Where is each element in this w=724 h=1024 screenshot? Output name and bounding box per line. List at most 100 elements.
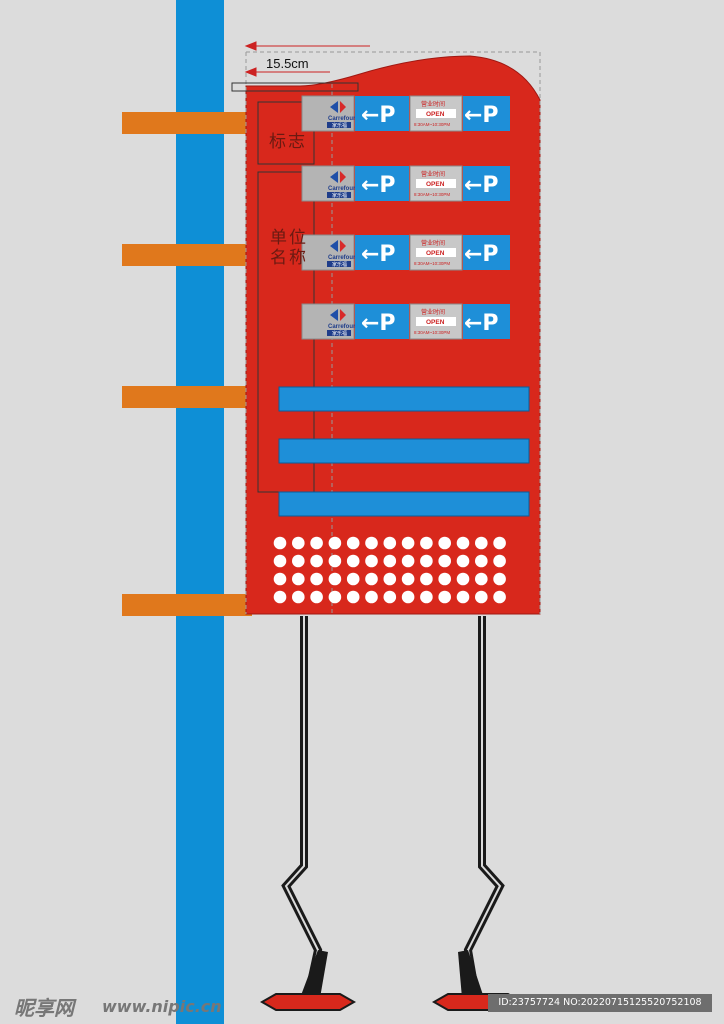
parking-panel-right [463,304,510,339]
parking-arrow-icon-left: ←P [361,311,396,336]
dot [365,536,378,550]
dot [328,572,342,586]
hours-open-strip [416,317,456,326]
dot [273,536,287,550]
dimension-label: 15.5cm [266,56,309,71]
watermark-id: ID:23757724 NO:20220715125520752108 [488,994,712,1012]
carrefour-logo-icon-right [340,171,346,183]
dimension-box [231,82,359,92]
parking-panel-left [355,96,409,131]
dot [273,554,287,568]
logo-label: 标志 [269,132,307,152]
dot [401,554,415,568]
parking-panel-right [463,166,510,201]
dimension-marker [244,41,370,77]
carrefour-logo-icon [330,171,338,183]
dot [438,590,452,604]
logo-sub-text: 家乐福 [332,261,347,268]
dot [273,590,287,604]
dot [328,536,342,550]
dot [273,572,287,586]
dot [383,590,397,604]
dot [292,554,305,568]
hours-time: 8:30AM~10:30PM [414,192,450,197]
logo-sub-bar [327,330,351,336]
dot [475,590,488,604]
logo-sub-text: 家乐福 [332,122,347,129]
dot [328,554,342,568]
dot [365,572,378,586]
parking-panel-right [463,96,510,131]
parking-panel-right [463,235,510,270]
hours-open-strip [416,248,456,257]
hours-title: 营业时间 [421,308,445,316]
parking-arrow-icon-right: ←P [464,242,499,267]
parking-arrow-icon-left: ←P [361,173,396,198]
logo-brand-text: Carrefour [328,116,356,122]
dot [493,572,506,586]
dot [346,572,360,586]
blank-panels [278,386,530,517]
dot [456,590,470,604]
parking-panel-left [355,304,409,339]
dot-grid [273,536,506,604]
left-base [259,993,357,1011]
hours-time: 8:30AM~10:30PM [414,122,450,127]
parking-arrow-icon-right: ←P [464,311,499,336]
dot [365,590,378,604]
blank-panel-3 [278,491,530,517]
hours-open: OPEN [426,181,445,188]
dot [383,536,397,550]
carrefour-logo-icon [330,101,338,113]
logo-outline [257,101,315,165]
dot [310,536,323,550]
hours-title: 营业时间 [421,239,445,247]
unit-name-label-line1: 单位 [270,228,308,248]
parking-arrow-icon-right: ←P [464,173,499,198]
bracket-4 [122,594,252,616]
dot [475,572,488,586]
bracket-1 [122,112,252,134]
dot [310,572,323,586]
carrefour-logo-icon-right [340,240,346,252]
bracket-3 [122,386,252,408]
hours-title: 营业时间 [421,170,445,178]
dot [456,554,470,568]
dot [438,536,452,550]
hours-open: OPEN [426,111,445,118]
dot [493,554,506,568]
dot [456,572,470,586]
hours-open-strip [416,109,456,118]
logo-sub-bar [327,122,351,128]
logo-sub-bar [327,261,351,267]
dot [438,554,452,568]
parking-arrow-icon-left: ←P [361,242,396,267]
dot [292,590,305,604]
unit-name-label-line2: 名称 [270,248,308,268]
dot [346,536,360,550]
carrefour-logo-icon [330,240,338,252]
dot [383,572,397,586]
logo-sub-text: 家乐福 [332,192,347,199]
logo-sub-text: 家乐福 [332,330,347,337]
left-leg-foot [300,950,328,998]
dot [310,554,323,568]
hours-time: 8:30AM~10:30PM [414,330,450,335]
bracket-2 [122,244,252,266]
blank-panel-1 [278,386,530,412]
parking-arrow-icon-left: ←P [361,103,396,128]
parking-panel-left [355,166,409,201]
carrefour-logo-icon-right [340,309,346,321]
dot [292,536,305,550]
dot [475,554,488,568]
blank-panel-2 [278,438,530,464]
parking-panel-left [355,235,409,270]
hours-open: OPEN [426,319,445,326]
dot [420,554,433,568]
dot [420,536,433,550]
blue-pole [176,0,224,1024]
logo-sub-bar [327,192,351,198]
